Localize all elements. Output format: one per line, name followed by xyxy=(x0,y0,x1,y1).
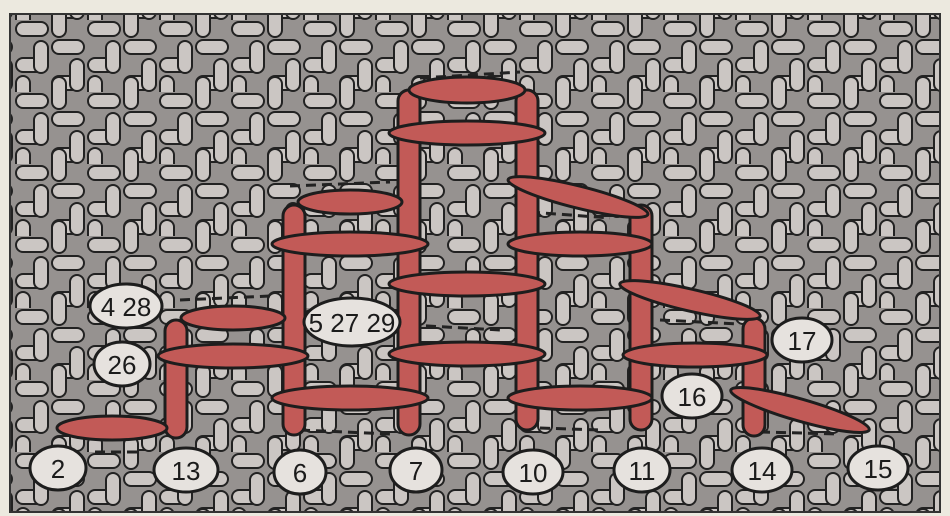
label-16-text: 16 xyxy=(678,382,707,412)
label-5-27-29: 5 27 29 xyxy=(304,298,400,346)
label-26-text: 26 xyxy=(108,350,137,380)
label-7: 7 xyxy=(390,448,442,492)
label-4-28-text: 4 28 xyxy=(101,292,152,322)
label-14-text: 14 xyxy=(748,456,777,486)
label-13-text: 13 xyxy=(172,456,201,486)
label-4-28: 4 28 xyxy=(90,284,162,328)
label-14: 14 xyxy=(732,448,792,492)
label-6: 6 xyxy=(274,450,326,494)
label-15: 15 xyxy=(848,446,908,490)
label-15-text: 15 xyxy=(864,454,893,484)
label-26: 26 xyxy=(94,342,150,386)
label-11: 11 xyxy=(614,448,670,492)
label-2: 2 xyxy=(30,446,86,490)
label-17: 17 xyxy=(772,318,832,362)
label-6-text: 6 xyxy=(293,458,307,488)
label-13: 13 xyxy=(154,448,218,492)
label-11-text: 11 xyxy=(629,456,656,486)
label-7-text: 7 xyxy=(409,456,423,486)
label-5-27-29-text: 5 27 29 xyxy=(309,308,396,338)
label-16: 16 xyxy=(662,374,722,418)
label-10: 10 xyxy=(503,450,563,494)
label-17-text: 17 xyxy=(788,326,817,356)
label-10-text: 10 xyxy=(519,458,548,488)
label-2-text: 2 xyxy=(51,454,65,484)
